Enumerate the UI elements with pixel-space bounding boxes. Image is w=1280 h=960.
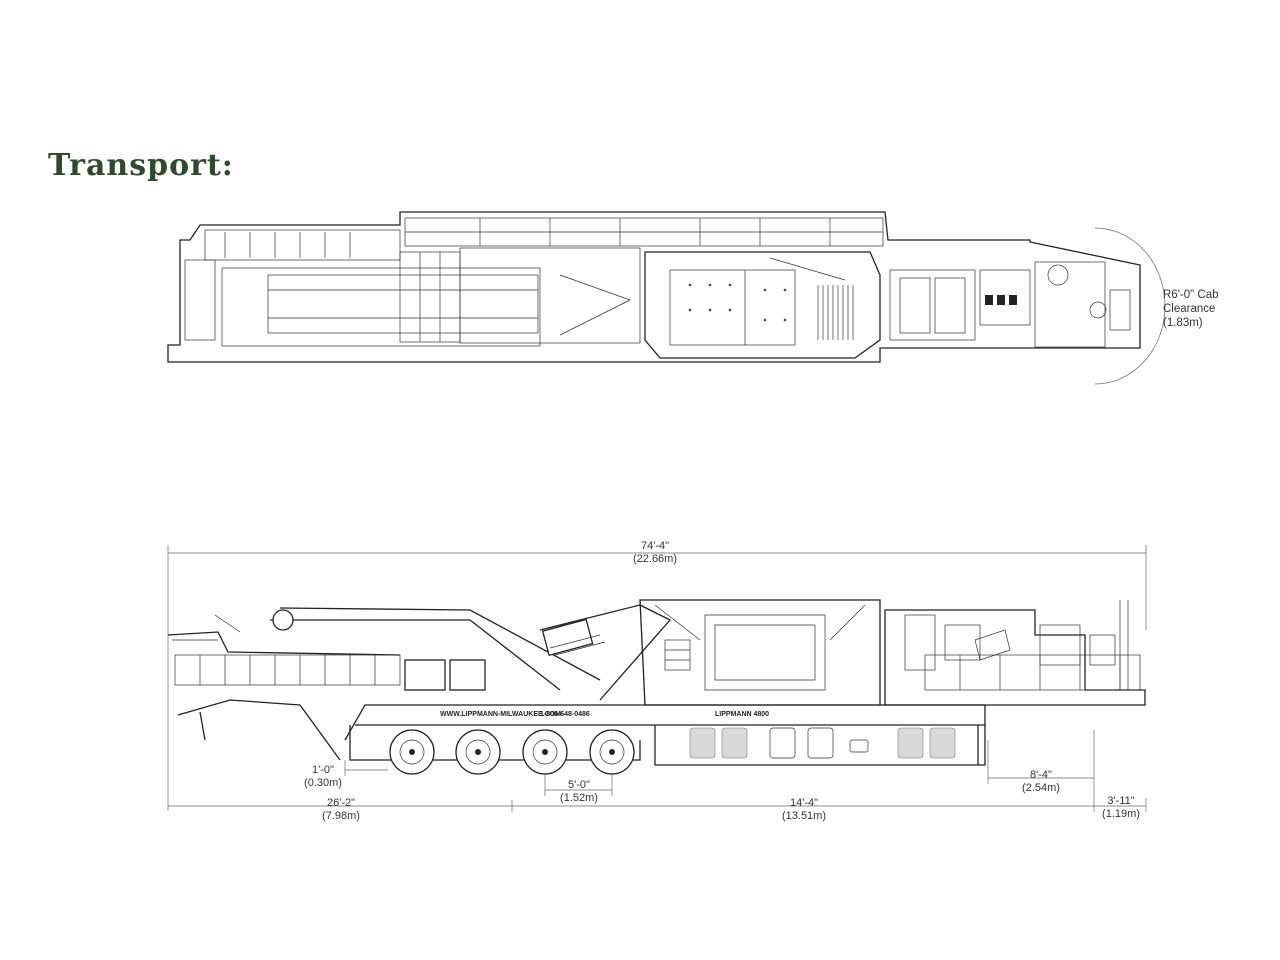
machine-label: LIPPMANN 4800 — [715, 711, 769, 718]
side-view-dimension-lines — [167, 545, 1147, 812]
dim-axle-spacing-metric: (1.52m) — [560, 792, 598, 804]
dim-wheelbase-imperial: 14'-4" — [789, 797, 819, 809]
frame-url-label: WWW.LIPPMANN-MILWAUKEE.COM — [440, 711, 561, 718]
dim-overall-length-imperial: 74'-4" — [640, 540, 670, 552]
dim-axle-spacing: 5'-0" (1.52m) — [550, 779, 608, 805]
dim-ground-clearance: 1'-0" (0.30m) — [292, 764, 354, 790]
dim-front-overhang: 3'-11" (1.19m) — [1095, 795, 1147, 821]
top-view-engine — [1034, 261, 1131, 348]
dim-rear-overhang-imperial: 26'-2" — [326, 797, 356, 809]
cab-clearance-line3: (1.83m) — [1163, 317, 1203, 329]
cab-clearance-note: R6'-0" Cab Clearance (1.83m) — [1163, 288, 1219, 330]
dim-ground-clearance-metric: (0.30m) — [304, 777, 342, 789]
side-view-wheels — [389, 729, 635, 775]
dim-kingpin-setback-metric: (2.54m) — [1022, 782, 1060, 794]
side-view-conveyor — [167, 607, 601, 761]
page-title: Transport: — [48, 148, 234, 183]
dim-axle-spacing-imperial: 5'-0" — [568, 779, 590, 791]
side-view-hopper — [639, 599, 881, 706]
top-view-hopper — [644, 251, 881, 359]
cab-clearance-line2: Clearance — [1163, 303, 1216, 315]
dim-wheelbase-metric: (13.51m) — [781, 810, 827, 822]
side-view-screen — [539, 604, 691, 701]
side-view-crusher-and-engine — [884, 600, 1146, 706]
dim-kingpin-setback-imperial: 8'-4" — [1030, 769, 1052, 781]
top-view-crusher — [889, 269, 1031, 341]
dim-rear-overhang-metric: (7.98m) — [322, 810, 360, 822]
frame-phone-label: 1-800-648-0486 — [540, 711, 590, 718]
dim-ground-clearance-imperial: 1'-0" — [312, 764, 334, 776]
dim-kingpin-setback: 8'-4" (2.54m) — [1010, 769, 1072, 795]
dim-front-overhang-imperial: 3'-11" — [1107, 795, 1135, 807]
dim-overall-length: 74'-4" (22.66m) — [620, 540, 690, 566]
dim-front-overhang-metric: (1.19m) — [1102, 808, 1140, 820]
dim-overall-length-metric: (22.66m) — [632, 553, 678, 565]
dim-rear-overhang: 26'-2" (7.98m) — [310, 797, 372, 823]
cab-clearance-line1: R6'-0" Cab — [1163, 289, 1219, 301]
dim-wheelbase: 14'-4" (13.51m) — [772, 797, 836, 823]
cab-clearance-arc — [1094, 227, 1166, 385]
top-view-frame — [167, 211, 1141, 363]
